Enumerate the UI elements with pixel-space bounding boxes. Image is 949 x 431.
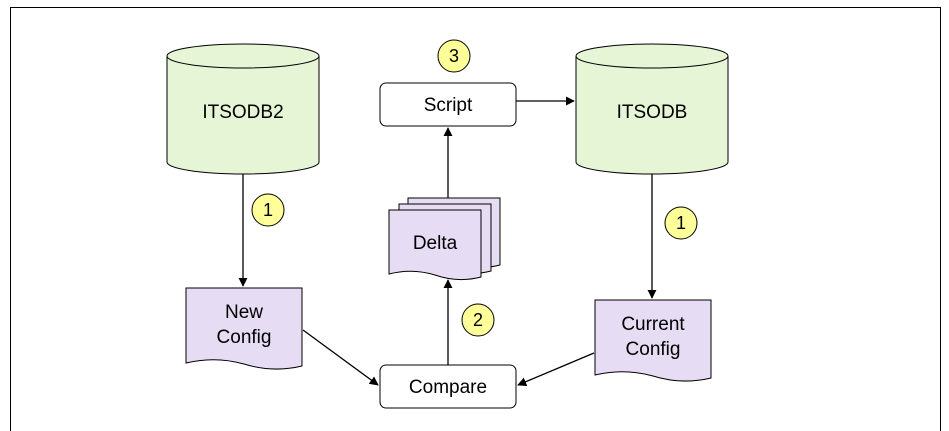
- step-1-source-label: 1: [263, 200, 273, 220]
- delta-label: Delta: [413, 233, 458, 254]
- step-3-label: 3: [449, 46, 459, 66]
- compare-label: Compare: [409, 377, 487, 398]
- delta-document-stack: Delta: [388, 197, 501, 281]
- new-config-label-line1: New: [225, 302, 263, 323]
- script-box: Script: [379, 82, 517, 127]
- arrow-current-config-to-compare: [517, 352, 595, 387]
- step-1-target-label: 1: [676, 213, 686, 233]
- database-itsodb: ITSODB: [575, 43, 729, 175]
- new-config-label-line2: Config: [217, 327, 272, 348]
- script-label: Script: [424, 95, 473, 116]
- database-itsodb-label: ITSODB: [617, 102, 688, 123]
- current-config-document: Current Config: [594, 299, 712, 382]
- database-itsodb2: ITSODB2: [166, 43, 320, 175]
- current-config-label-line2: Config: [626, 339, 681, 360]
- step-badge-2: 2: [461, 303, 495, 337]
- compare-box: Compare: [379, 364, 517, 409]
- database-itsodb2-label: ITSODB2: [202, 102, 283, 123]
- step-badge-1-target: 1: [664, 206, 698, 240]
- current-config-label-line1: Current: [621, 314, 685, 335]
- diagram-frame: [10, 7, 941, 431]
- new-config-document: New Config: [185, 287, 303, 370]
- arrow-new-config-to-compare: [302, 329, 379, 386]
- step-badge-3: 3: [437, 39, 471, 73]
- step-badge-1-source: 1: [251, 193, 285, 227]
- step-2-label: 2: [473, 310, 483, 330]
